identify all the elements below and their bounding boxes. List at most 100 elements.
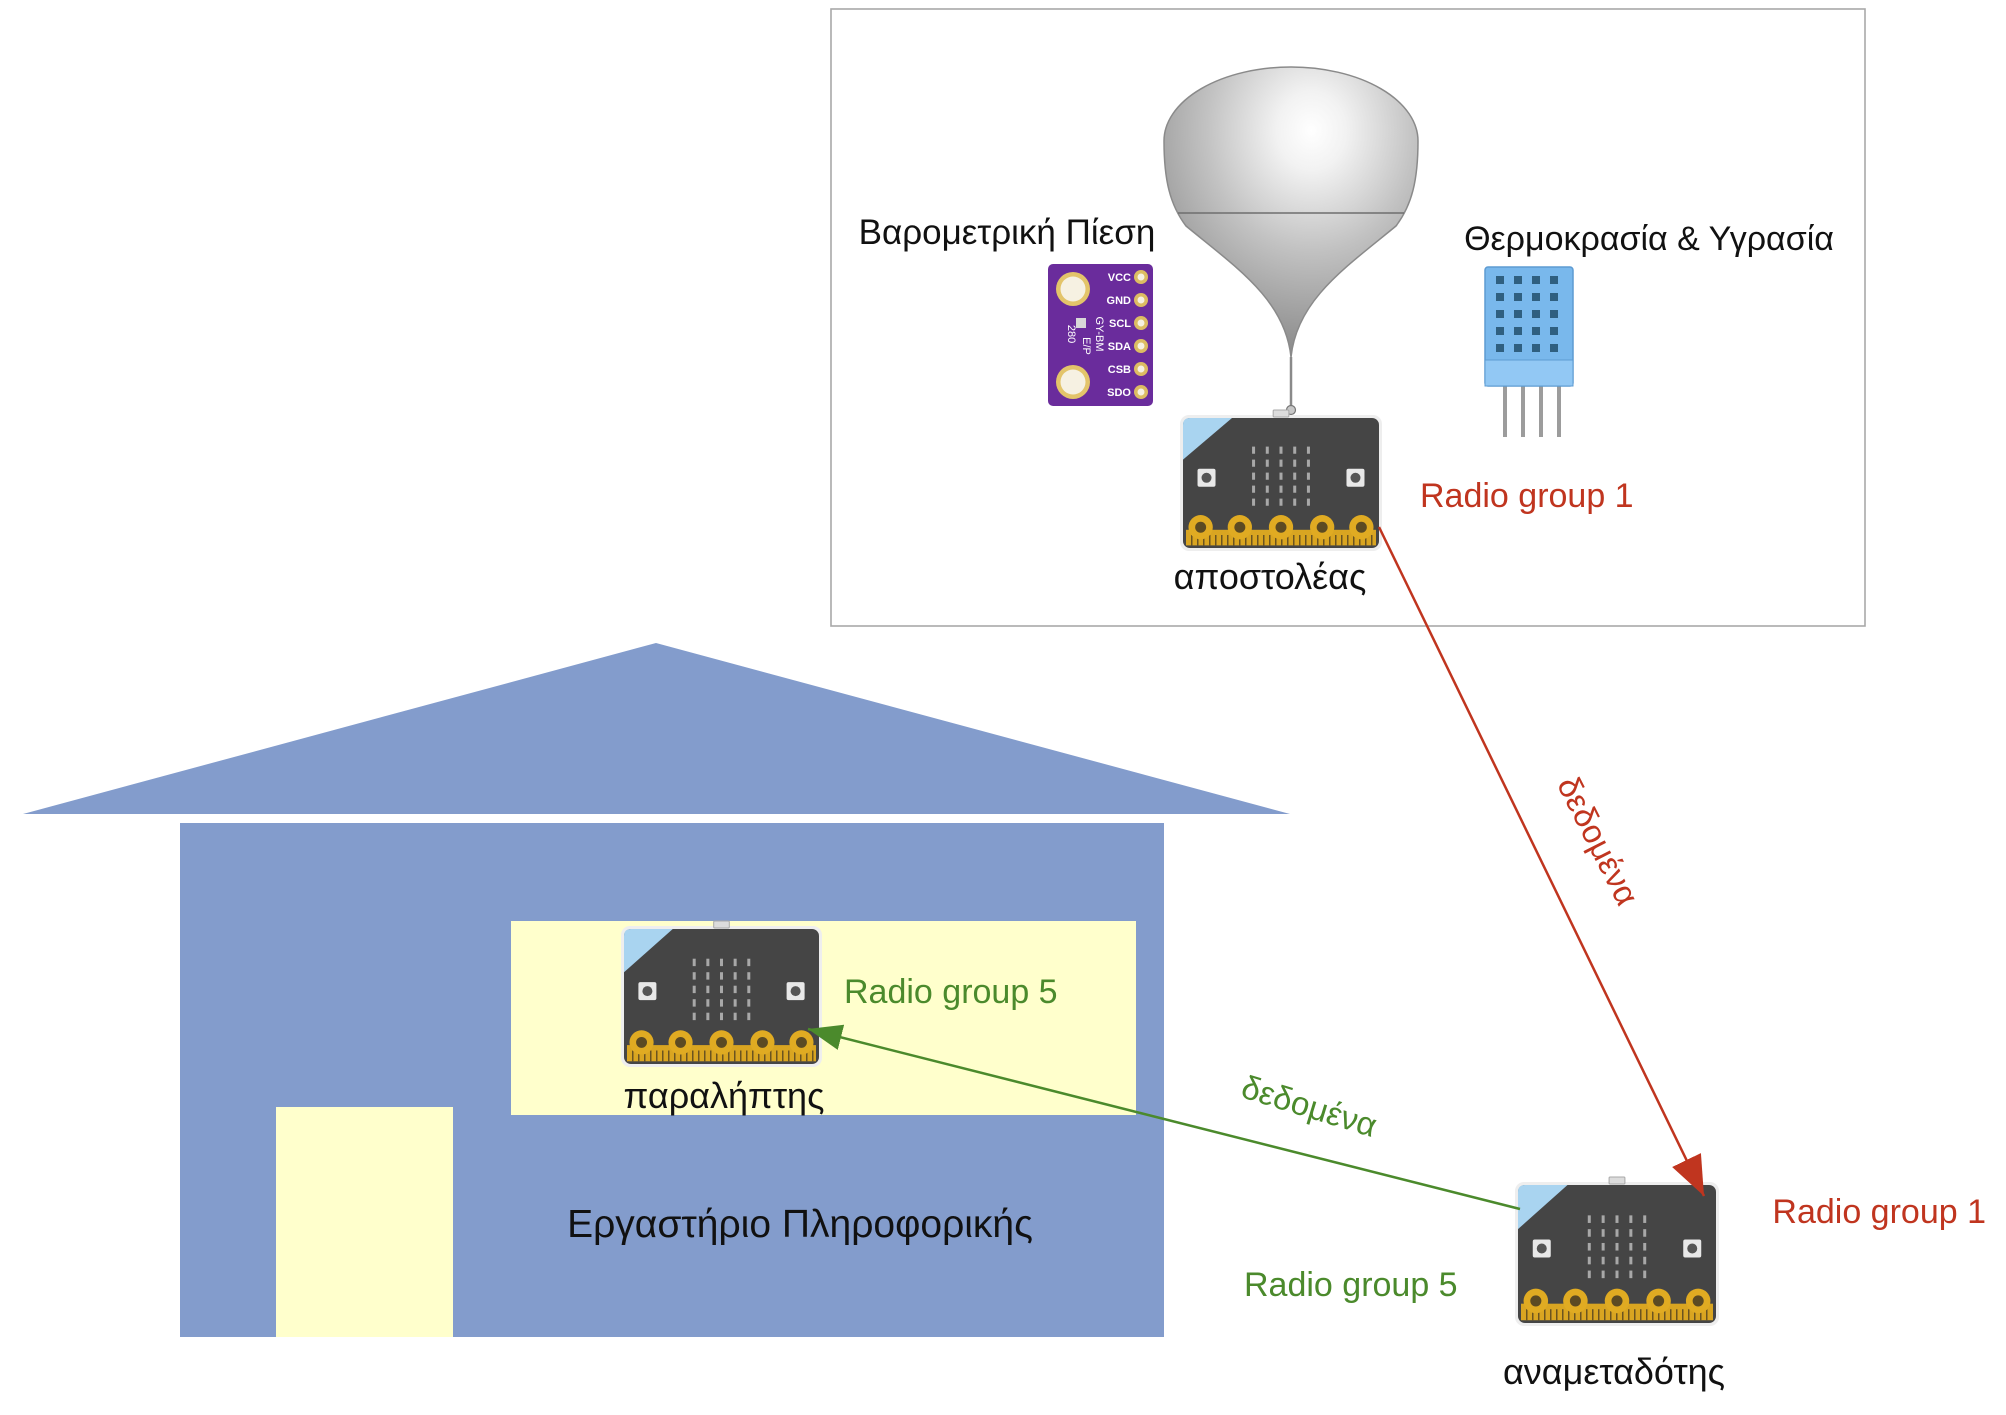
chip-label-line: GY-BM — [1093, 316, 1105, 351]
dht-vent — [1514, 276, 1522, 284]
connector-gap — [1209, 535, 1211, 546]
connector-gap — [644, 1050, 646, 1062]
bmp280-pin: SDO — [1107, 385, 1148, 399]
microbit-board — [1183, 418, 1379, 548]
connector-gap — [1269, 535, 1271, 546]
relay-label: αναμεταδότης — [1503, 1351, 1725, 1392]
bmp280-pin: SCL — [1109, 316, 1148, 330]
chip-label-line: E/P — [1080, 337, 1092, 355]
led — [1279, 472, 1283, 480]
connector-gap — [1616, 1309, 1618, 1321]
pin-hole — [1137, 319, 1145, 327]
connector-gap — [1257, 535, 1259, 546]
dht-vent — [1550, 327, 1558, 335]
led — [1279, 446, 1283, 454]
led — [733, 972, 737, 980]
microbit-receiver — [621, 920, 822, 1067]
led — [1587, 1270, 1591, 1279]
led — [1587, 1215, 1591, 1223]
led — [1629, 1242, 1633, 1251]
connector-gap — [812, 1050, 814, 1062]
connector-gap — [1556, 1309, 1558, 1321]
connector-pad-hole — [1234, 521, 1246, 533]
connector-gap — [746, 1050, 748, 1062]
led — [1615, 1270, 1619, 1279]
dht-pin — [1557, 384, 1561, 437]
led — [1643, 1229, 1647, 1237]
led — [1601, 1256, 1605, 1265]
led — [706, 1012, 710, 1021]
led — [747, 1012, 751, 1021]
led — [1629, 1229, 1633, 1237]
led — [1293, 498, 1297, 506]
building-label: Εργαστήριο Πληροφορικής — [567, 1203, 1033, 1246]
dht-base — [1484, 359, 1574, 387]
connector-gap — [1233, 535, 1235, 546]
dht-vent — [1514, 310, 1522, 318]
pin-label: SCL — [1109, 318, 1131, 330]
usb-connector — [713, 920, 730, 929]
button-a-cap — [1536, 1243, 1547, 1254]
led — [733, 958, 737, 967]
led — [720, 1012, 723, 1021]
dht-vent — [1496, 310, 1504, 318]
link-label-relay-to-receiver: δεδομένα — [1237, 1068, 1381, 1144]
connector-gap — [1646, 1309, 1648, 1321]
microbit-corner — [624, 929, 673, 973]
connector-gap — [1658, 1309, 1660, 1321]
connector-gap — [1191, 535, 1193, 546]
dht-vent — [1496, 327, 1504, 335]
connector-pad-hole — [1692, 1295, 1704, 1307]
connector-gap — [788, 1050, 790, 1062]
led — [1629, 1270, 1633, 1279]
building-icon — [23, 643, 1290, 1337]
temp-humidity-sensor-label: Θερμοκρασία & Υγρασία — [1464, 220, 1834, 258]
led — [692, 999, 696, 1007]
led — [733, 985, 737, 994]
connector-pad-hole — [1653, 1295, 1665, 1307]
dht-pin — [1539, 384, 1543, 437]
led — [1306, 446, 1310, 454]
connector-gap — [1341, 535, 1343, 546]
led — [720, 985, 723, 994]
led — [1279, 459, 1283, 467]
connector-pad-hole — [716, 1036, 727, 1048]
connector-gap — [1526, 1309, 1528, 1321]
connector-gap — [1197, 535, 1199, 546]
connector-gap — [1700, 1309, 1702, 1321]
connector-gap — [1281, 535, 1283, 546]
led — [1265, 459, 1269, 467]
bmp280-sensor-icon: GY-BM E/P 280 VCC GND SCL SDA CSB — [1048, 264, 1153, 406]
pin-label: GND — [1107, 295, 1132, 307]
connector-gap — [1275, 535, 1277, 546]
connector-pad-hole — [1355, 521, 1367, 533]
led — [1279, 498, 1283, 506]
connector-gap — [1628, 1309, 1630, 1321]
connector-gap — [1550, 1309, 1552, 1321]
sender-label: αποστολέας — [1174, 556, 1367, 597]
connector-gap — [1323, 535, 1325, 546]
led — [1629, 1215, 1633, 1223]
connector-gap — [1365, 535, 1367, 546]
connector-gap — [638, 1050, 640, 1062]
connector-gap — [770, 1050, 772, 1062]
connector-gap — [1670, 1309, 1672, 1321]
led — [1587, 1242, 1591, 1251]
connector-gap — [1598, 1309, 1600, 1321]
dht-vent — [1550, 293, 1558, 301]
connector-gap — [1574, 1309, 1576, 1321]
led — [692, 958, 696, 967]
connector-gap — [1544, 1309, 1546, 1321]
connector-gap — [1203, 535, 1205, 546]
connector-gap — [1311, 535, 1313, 546]
connector-gap — [1305, 535, 1307, 546]
connector-gap — [698, 1050, 700, 1062]
led — [1265, 472, 1269, 480]
led — [1643, 1215, 1647, 1223]
led — [706, 999, 710, 1007]
connector-gap — [650, 1050, 652, 1062]
pin-hole — [1137, 342, 1145, 350]
dht-vent — [1550, 276, 1558, 284]
connector-gap — [752, 1050, 754, 1062]
connector-gap — [674, 1050, 676, 1062]
